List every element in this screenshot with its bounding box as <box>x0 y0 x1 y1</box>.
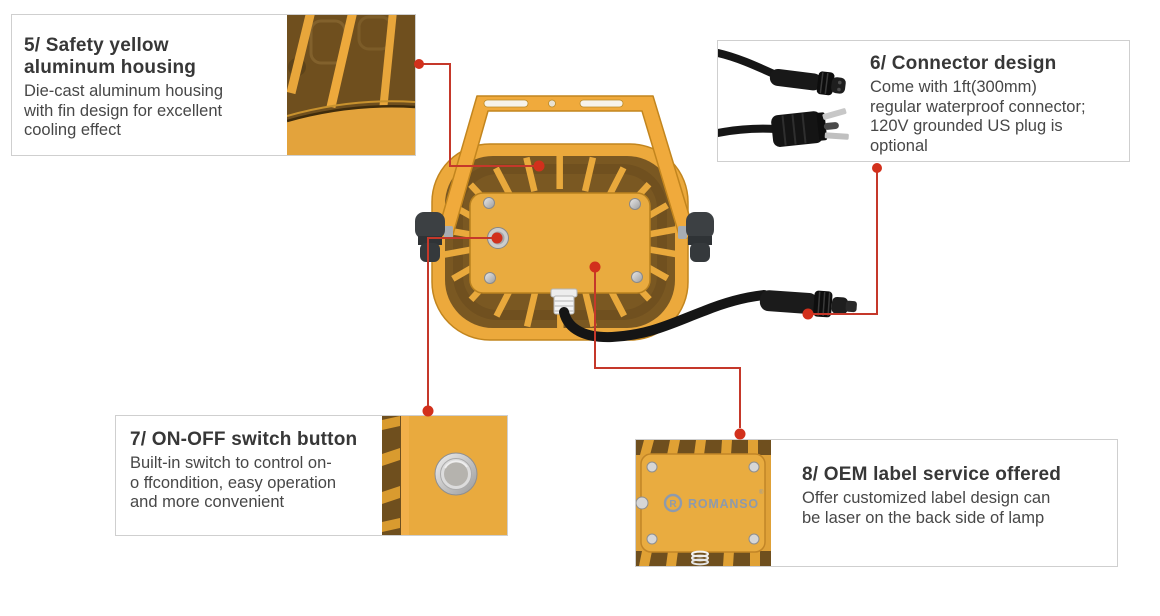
callout-8-body: Offer customized label design can be las… <box>802 489 1051 527</box>
yoke-slot-right <box>579 99 624 108</box>
power-connector <box>759 290 857 318</box>
switch-button-closeup-image <box>382 416 507 535</box>
fin <box>287 15 315 95</box>
brand-name-text: ROMANSO <box>688 497 759 511</box>
plate-screws <box>636 461 760 545</box>
callout-5-body: Die-cast aluminum housing with fin desig… <box>24 82 224 139</box>
callout-8-title: 8/ OEM label service offered <box>802 464 1062 485</box>
brand-logo-letter: R <box>669 499 677 510</box>
callout-7-title: 7/ ON-OFF switch button <box>130 429 358 450</box>
us-plug-image <box>718 108 849 147</box>
switch-button-closeup-art <box>382 416 507 535</box>
callout-connector-design: 6/ Connector design Come with 1ft(300mm)… <box>717 40 1130 162</box>
callout-7-text: 7/ ON-OFF switch button Built-in switch … <box>130 429 388 513</box>
connector-and-plug-art <box>718 49 849 147</box>
housing-fins-closeup-art <box>287 15 415 155</box>
side-knob-right <box>678 212 714 262</box>
callout-oem-label-service: 8/ OEM label service offered Offer custo… <box>635 439 1118 567</box>
fin <box>326 15 357 109</box>
fin-band-bottom <box>639 551 760 566</box>
callout-on-off-switch: 7/ ON-OFF switch button Built-in switch … <box>115 415 508 536</box>
push-button <box>434 452 478 496</box>
oem-label-plate-closeup-image: R ROMANSO ® <box>636 440 771 566</box>
waterproof-connector-image <box>718 49 846 96</box>
trademark-symbol: ® <box>759 489 764 496</box>
callout-6-text: 6/ Connector design Come with 1ft(300mm)… <box>870 53 1128 156</box>
oem-label-plate-art: R ROMANSO ® <box>636 440 771 566</box>
fin-band-top <box>640 440 758 455</box>
callout-7-body: Built-in switch to control on- o ffcondi… <box>130 454 337 511</box>
callout-6-body: Come with 1ft(300mm) regular waterproof … <box>870 78 1086 155</box>
cable-gland <box>550 288 578 315</box>
on-off-switch-button <box>487 227 509 249</box>
callout-5-text: 5/ Safety yellow aluminum housing Die-ca… <box>24 35 292 141</box>
brand-logo: R <box>663 493 683 513</box>
callout-5-title: 5/ Safety yellow aluminum housing <box>24 35 197 78</box>
fin <box>379 15 397 112</box>
cable-gland-spring <box>691 550 709 566</box>
housing-fins-closeup-image <box>287 15 415 155</box>
yoke-slot-left <box>483 99 529 108</box>
callout-6-title: 6/ Connector design <box>870 53 1057 74</box>
yoke-center-hole <box>548 99 556 108</box>
callout-8-text: 8/ OEM label service offered Offer custo… <box>802 464 1112 528</box>
callout-safety-yellow-housing: 5/ Safety yellow aluminum housing Die-ca… <box>11 14 416 156</box>
